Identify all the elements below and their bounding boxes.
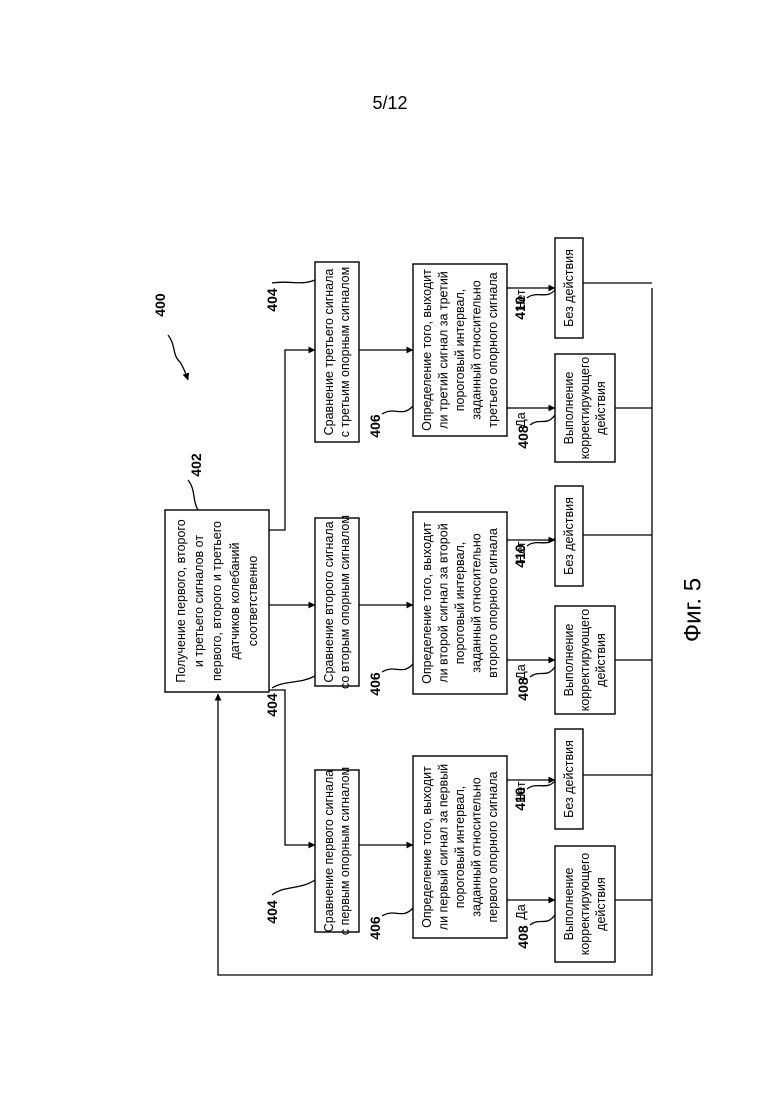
ref-410-leader-2 xyxy=(527,538,555,546)
corrective-action-box-1-line: действия xyxy=(594,877,608,931)
ref-402-leader xyxy=(188,480,198,510)
ref-408-label-2: 408 xyxy=(515,677,531,701)
no-action-box-1: Без действия xyxy=(555,729,583,829)
ref-408-label-1: 408 xyxy=(515,925,531,949)
corrective-action-box-3-line: действия xyxy=(594,381,608,435)
ref-404-leader-1 xyxy=(272,880,315,895)
corrective-action-box-2-line: Выполнение xyxy=(562,624,576,697)
decision-box-2-line: второго опорного сигнала xyxy=(486,528,500,678)
decision-box-3: Определение того, выходитли третий сигна… xyxy=(413,264,507,436)
corrective-action-box-3: Выполнениекорректирующегодействия xyxy=(555,354,615,462)
no-action-box-3: Без действия xyxy=(555,238,583,338)
ref-400-label: 400 xyxy=(152,293,168,317)
ref-406-label-2: 406 xyxy=(367,672,383,696)
compare-box-1-line: с первым опорным сигналом xyxy=(338,767,352,935)
corrective-action-box-1-line: Выполнение xyxy=(562,868,576,941)
decision-box-1-line: Определение того, выходит xyxy=(420,766,434,928)
flowchart-boxes: Получение первого, второго и третьего сиг… xyxy=(165,238,615,962)
ref-404-label-2: 404 xyxy=(264,693,280,717)
decision-box-1-line: пороговый интервал, xyxy=(453,786,467,909)
compare-box-3: Сравнение третьего сигналас третьим опор… xyxy=(315,262,359,442)
decision-box-3-line: ли третий сигнал за третий xyxy=(437,271,451,429)
compare-box-3-line: Сравнение третьего сигнала xyxy=(322,269,336,436)
decision-box-1-line: первого опорного сигнала xyxy=(486,771,500,922)
corrective-action-box-3-line: корректирующего xyxy=(578,357,592,460)
decision-box-3-line: пороговый интервал, xyxy=(453,289,467,412)
ref-408-leader-2 xyxy=(530,667,555,677)
compare-box-2-line: Сравнение второго сигнала xyxy=(322,521,336,682)
compare-box-3-line: с третьим опорным сигналом xyxy=(338,267,352,437)
ref-410-leader-1 xyxy=(527,781,555,789)
ref-404-label-1: 404 xyxy=(264,900,280,924)
start-box-402-line: Получение первого, второго xyxy=(174,519,188,682)
ref-408-leader-3 xyxy=(530,415,555,425)
decision-box-2-line: пороговый интервал, xyxy=(453,542,467,665)
ref-410-leader-3 xyxy=(527,290,555,298)
ref-410-label-3: 410 xyxy=(512,296,528,320)
ref-406-leader-2 xyxy=(382,664,413,672)
start-box-402-line: первого, второго и третьего xyxy=(210,521,224,681)
decision-box-2-line: Определение того, выходит xyxy=(420,522,434,684)
decision-box-2: Определение того, выходитли второй сигна… xyxy=(413,512,507,694)
corrective-action-box-3-line: Выполнение xyxy=(562,372,576,445)
compare-box-1-line: Сравнение первого сигнала xyxy=(322,770,336,933)
ref-404-label-3: 404 xyxy=(264,288,280,312)
yes-label-1: Да xyxy=(514,904,528,919)
ref-402-label: 402 xyxy=(188,453,204,477)
compare-box-2-line: со вторым опорным сигналом xyxy=(338,515,352,689)
decision-box-2-line: заданный относительно xyxy=(470,533,484,672)
no-action-box-1-line: Без действия xyxy=(562,740,576,818)
corrective-action-box-1: Выполнениекорректирующегодействия xyxy=(555,846,615,962)
ref-404-leader-2 xyxy=(272,676,315,688)
corrective-action-box-2: Выполнениекорректирующегодействия xyxy=(555,606,615,714)
ref-400-arrow xyxy=(168,335,188,380)
start-box-402-line: соответственно xyxy=(246,556,260,647)
corrective-action-box-2-line: действия xyxy=(594,633,608,687)
ref-408-label-3: 408 xyxy=(515,425,531,449)
decision-box-1-line: ли первый сигнал за первый xyxy=(437,764,451,930)
decision-box-3-line: заданный относительно xyxy=(470,280,484,419)
decision-box-3-line: третьего опорного сигнала xyxy=(486,272,500,427)
ref-406-label-1: 406 xyxy=(367,916,383,940)
compare-box-2: Сравнение второго сигналасо вторым опорн… xyxy=(315,515,359,689)
ref-406-leader-1 xyxy=(382,908,413,916)
decision-box-1-line: заданный относительно xyxy=(470,777,484,916)
decision-box-1: Определение того, выходитли первый сигна… xyxy=(413,756,507,938)
ref-410-label-2: 410 xyxy=(512,544,528,568)
trunk-to-branch-3 xyxy=(269,350,315,530)
ref-406-label-3: 406 xyxy=(367,414,383,438)
start-box-402: Получение первого, второго и третьего сиг… xyxy=(165,510,269,692)
corrective-action-box-1-line: корректирующего xyxy=(578,853,592,956)
ref-410-label-1: 410 xyxy=(512,787,528,811)
ref-404-leader-3 xyxy=(272,280,315,283)
decision-box-2-line: ли второй сигнал за второй xyxy=(437,523,451,682)
no-action-box-3-line: Без действия xyxy=(562,249,576,327)
decision-box-3-line: Определение того, выходит xyxy=(420,269,434,431)
compare-box-1: Сравнение первого сигналас первым опорны… xyxy=(315,767,359,935)
ref-408-leader-1 xyxy=(530,915,555,925)
no-action-box-2: Без действия xyxy=(555,486,583,586)
figure-label: Фиг. 5 xyxy=(680,578,707,642)
ref-406-leader-3 xyxy=(382,406,413,414)
no-action-box-2-line: Без действия xyxy=(562,497,576,575)
corrective-action-box-2-line: корректирующего xyxy=(578,609,592,712)
start-box-402-line: и третьего сигналов от xyxy=(192,535,206,667)
start-box-402-line: датчиков колебаний xyxy=(228,543,242,660)
